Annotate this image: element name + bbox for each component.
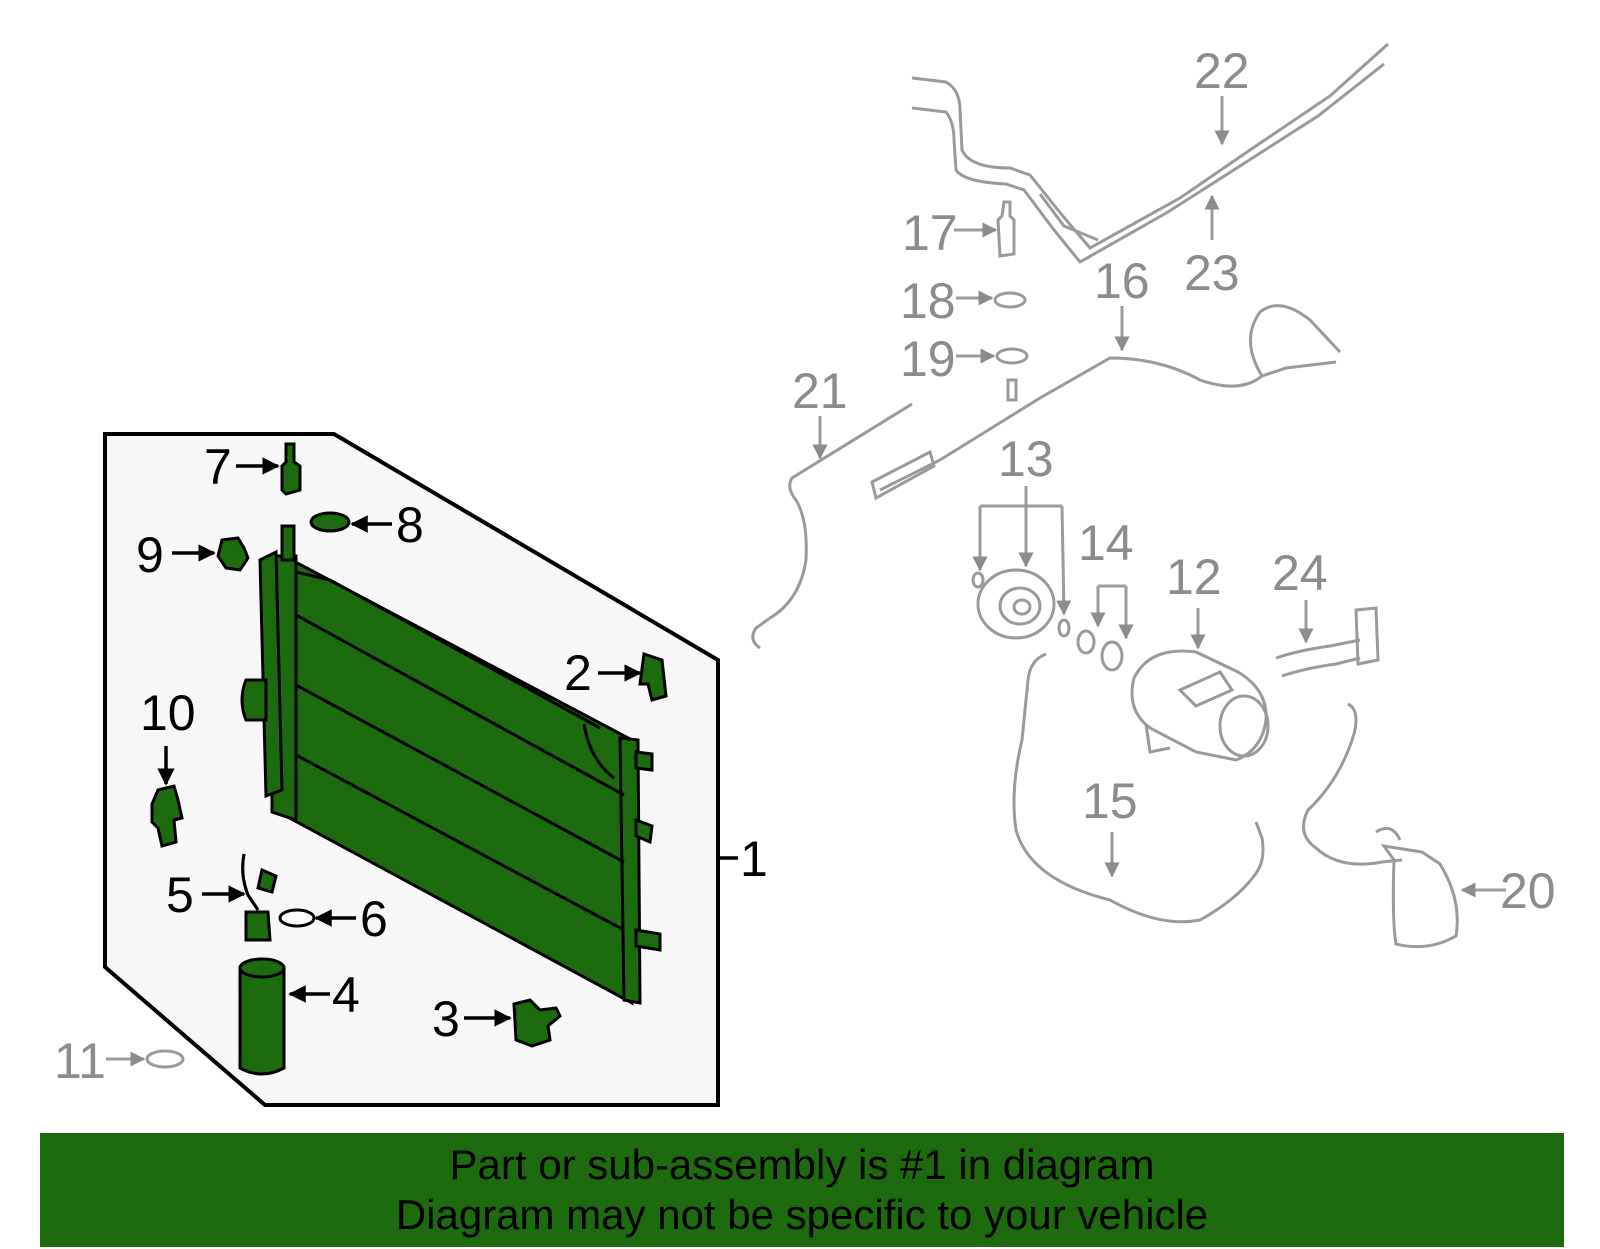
callout-5: 5 [166,867,194,923]
hose-part-16[interactable] [870,304,1342,501]
valve-part-17[interactable] [996,200,1016,258]
callout-1: 1 [740,831,768,887]
oring-part-11[interactable] [145,1049,185,1069]
valve-part-7[interactable] [280,442,302,496]
callout-18: 18 [900,273,956,329]
disclaimer-banner: Part or sub-assembly is #1 in diagram Di… [40,1133,1564,1247]
callout-20: 20 [1500,863,1556,919]
banner-line-2: Diagram may not be specific to your vehi… [395,1191,1209,1238]
callout-7: 7 [204,439,232,495]
oring-part-14a[interactable] [1076,629,1096,655]
leader-14 [1090,584,1134,640]
oring-part-8[interactable] [309,511,351,533]
drier-part-4[interactable] [238,957,286,1076]
compressor-part-12[interactable] [1130,649,1270,762]
callout-10: 10 [140,685,196,741]
hose-part-20[interactable] [1302,702,1459,949]
callout-24: 24 [1272,545,1328,601]
callout-21: 21 [792,363,848,419]
hose-part-15[interactable] [1012,652,1265,924]
callout-13: 13 [998,431,1054,487]
callout-6: 6 [360,891,388,947]
banner-line-1: Part or sub-assembly is #1 in diagram [449,1141,1155,1188]
clutch-part-13[interactable] [971,568,1071,640]
callout-12: 12 [1166,549,1222,605]
callout-4: 4 [332,967,360,1023]
callout-14: 14 [1078,515,1134,571]
pipe-part-5[interactable] [241,853,278,942]
lines-part-22-23[interactable] [911,42,1390,264]
condenser-part-1[interactable] [240,524,662,1006]
oring-part-6[interactable] [278,908,316,928]
callout-22: 22 [1194,43,1250,99]
callout-3: 3 [432,991,460,1047]
callout-8: 8 [396,497,424,553]
callout-2: 2 [564,645,592,701]
callout-16: 16 [1094,253,1150,309]
callout-23: 23 [1184,245,1240,301]
callout-19: 19 [900,331,956,387]
cap-part-9[interactable] [216,536,250,572]
oring-part-19[interactable] [995,347,1029,365]
callout-11: 11 [54,1033,106,1089]
callout-9: 9 [136,527,164,583]
oring-part-18[interactable] [993,291,1027,309]
pipe-part-24[interactable] [1275,606,1380,678]
sensor-part-10[interactable] [150,784,184,848]
oring-part-14b[interactable] [1100,640,1124,672]
leader-13 [972,486,1072,616]
bracket-part-3[interactable] [512,998,562,1048]
callout-15: 15 [1082,773,1138,829]
bracket-part-2[interactable] [638,652,668,702]
pipe-part-21[interactable] [751,402,913,650]
callout-17: 17 [902,205,958,261]
